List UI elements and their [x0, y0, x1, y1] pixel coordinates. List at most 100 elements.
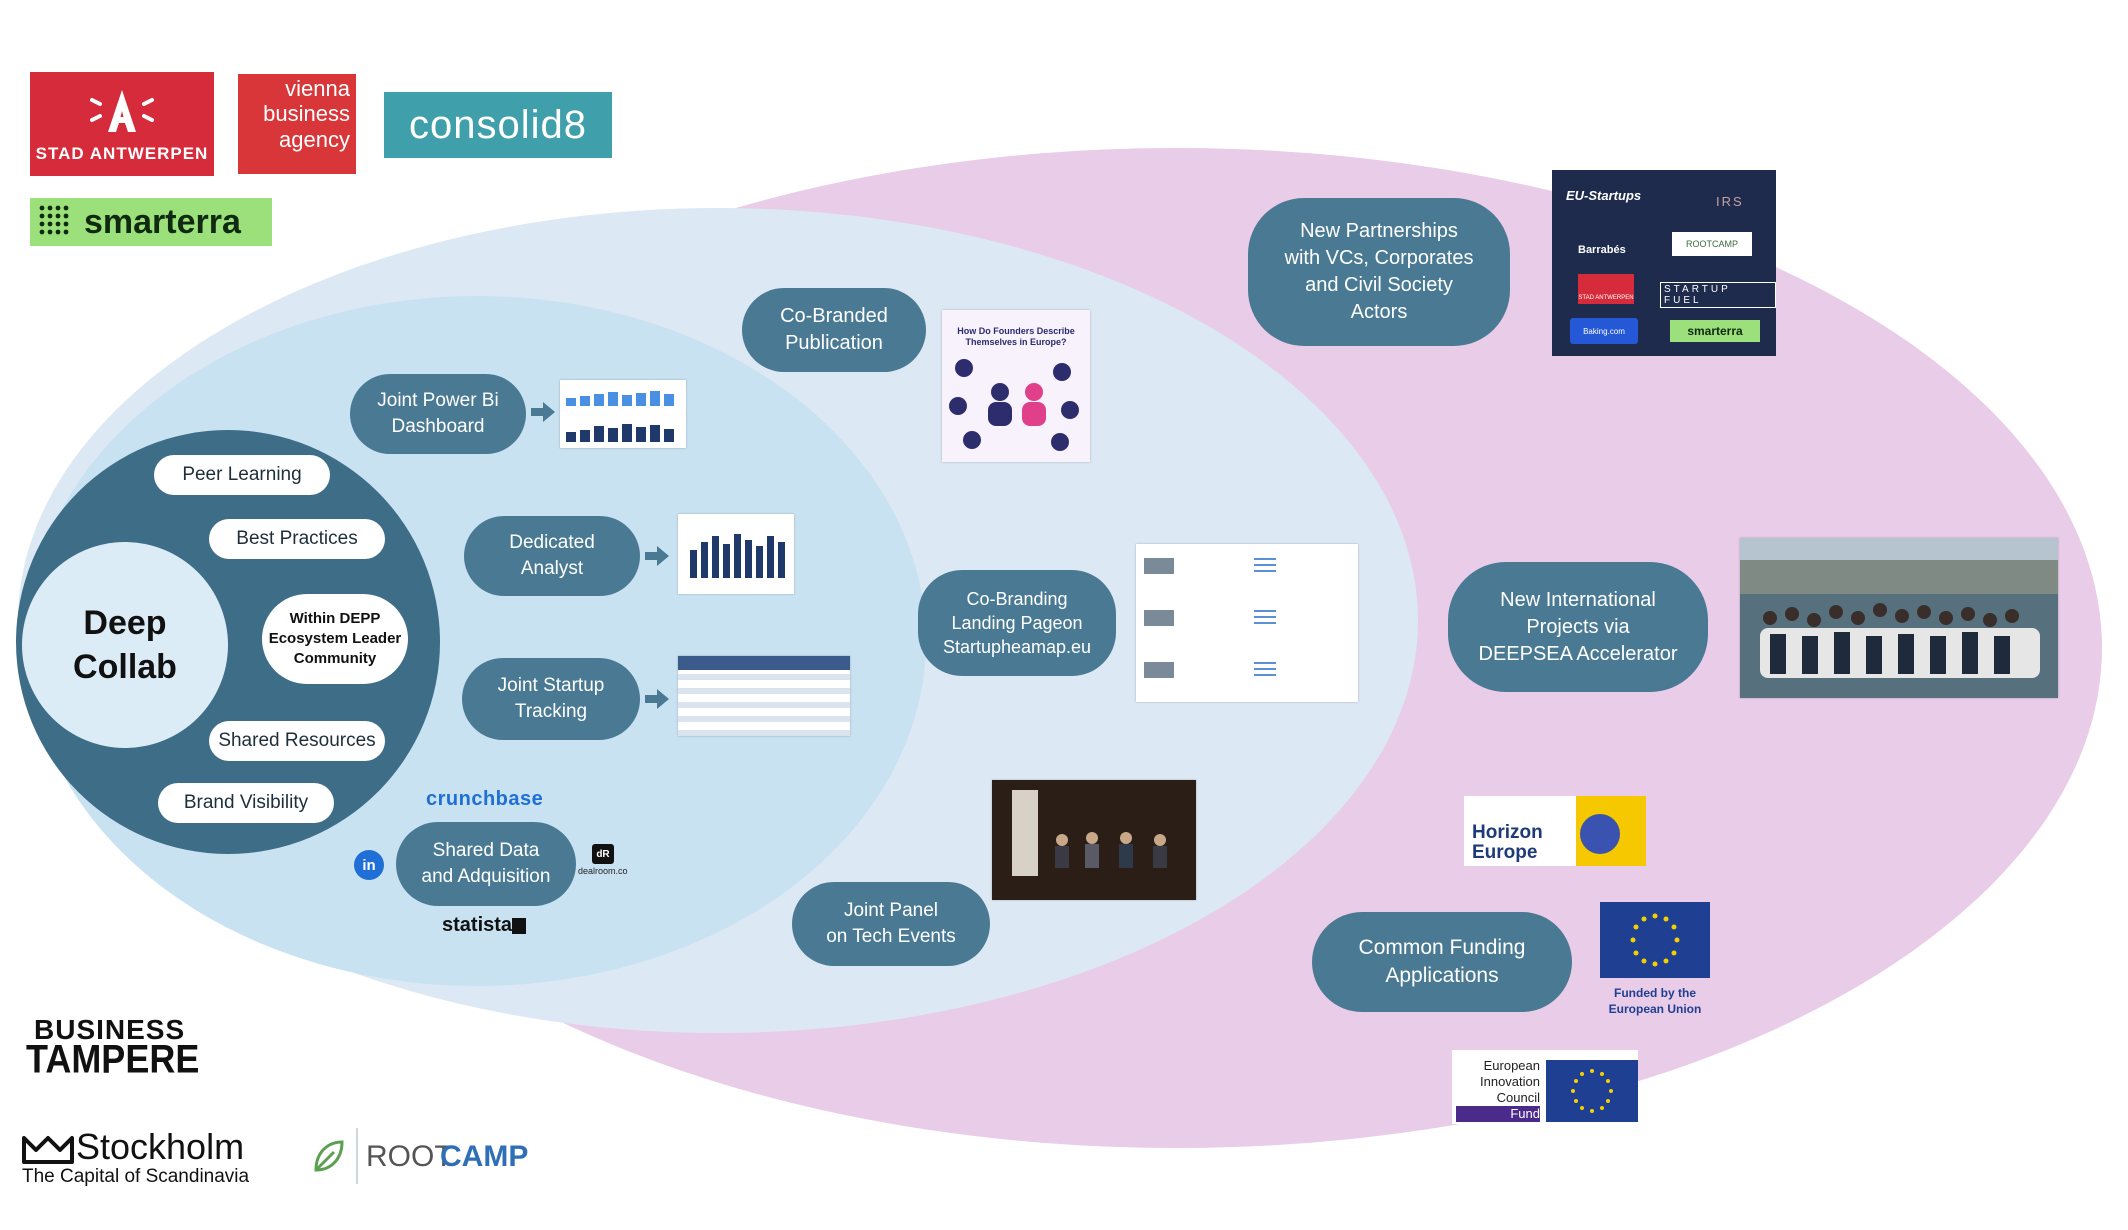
international-pill: New International Projects via DEEPSEA A… — [1448, 562, 1708, 692]
publication-line2: Publication — [785, 332, 883, 354]
eic-line2: Innovation — [1480, 1074, 1540, 1089]
international-line3: DEEPSEA Accelerator — [1478, 642, 1678, 665]
publication-thumbnail: How Do Founders Describe Themselves in E… — [942, 310, 1090, 462]
panel-line1: Joint Panel — [843, 900, 938, 922]
analyst-chart-thumbnail — [678, 514, 794, 594]
international-line2: Projects via — [1526, 615, 1630, 638]
linkedin-icon: in — [354, 850, 384, 880]
stockholm-sub: The Capital of Scandinavia — [22, 1166, 250, 1187]
publication-line1: Co-Branded — [780, 305, 888, 327]
tracking-table-thumbnail — [678, 656, 850, 736]
landing-line2: Landing Pageon — [951, 612, 1083, 633]
vienna-line1: vienna — [285, 76, 350, 101]
consolid8-text: consolid8 — [408, 102, 587, 147]
rootcamp-small-logo: ROOTCAMP — [1672, 232, 1752, 256]
antwerpen-small-logo: STAD ANTWERPEN — [1578, 274, 1634, 304]
horizon-europe-logo: Horizon Europe — [1464, 796, 1646, 866]
partnerships-line1: New Partnerships — [1300, 220, 1458, 242]
baking-logo: Baking.com — [1570, 318, 1638, 344]
landing-line1: Co-Branding — [966, 588, 1068, 609]
funding-pill: Common Funding Applications — [1312, 912, 1572, 1012]
power-bi-pill: Joint Power Bi Dashboard — [350, 374, 526, 454]
core-item-brand-visibility: Brand Visibility — [158, 783, 334, 823]
horizon-line1: Horizon — [1472, 822, 1543, 843]
partnerships-pill: New Partnerships with VCs, Corporates an… — [1248, 198, 1510, 346]
eic-line3: Council — [1496, 1090, 1540, 1105]
vienna-logo: vienna business agency — [238, 74, 356, 174]
community-line1: Within DEPP — [289, 609, 381, 627]
rootcamp-text-a: ROOT — [366, 1140, 453, 1173]
community-line3: Community — [293, 650, 377, 668]
accelerator-group-photo — [1740, 538, 2058, 698]
partnerships-line2: with VCs, Corporates — [1284, 247, 1474, 269]
panel-pill: Joint Panel on Tech Events — [792, 882, 990, 966]
antwerpen-logo: STAD ANTWERPEN — [30, 72, 214, 176]
core-item-shared-resources: Shared Resources — [209, 721, 385, 761]
eic-flag-icon — [1546, 1060, 1638, 1122]
landing-page-thumbnail — [1136, 544, 1358, 702]
consolid8-logo: consolid8 — [384, 92, 612, 158]
smarterra-logo: smarterra — [30, 198, 272, 246]
international-line1: New International — [1500, 588, 1656, 611]
tracking-line1: Joint Startup — [497, 675, 605, 697]
power-bi-line1: Joint Power Bi — [377, 390, 499, 412]
analyst-line1: Dedicated — [509, 532, 595, 554]
eic-line1: European — [1483, 1058, 1540, 1073]
publication-pill: Co-Branded Publication — [742, 288, 926, 372]
horizon-line2: Europe — [1472, 842, 1538, 863]
core-title-circle: Deep Collab — [22, 542, 228, 748]
power-bi-line2: Dashboard — [391, 416, 485, 437]
core-item-best-practices: Best Practices — [209, 519, 385, 559]
crunchbase-logo: crunchbase — [426, 788, 544, 810]
smarterra-text: smarterra — [84, 202, 241, 241]
vienna-line2: business — [263, 101, 350, 127]
rootcamp-leaf-icon — [314, 1140, 344, 1172]
statista-icon — [512, 918, 526, 934]
landing-line3: Startupheamap.eu — [942, 637, 1092, 658]
shared-data-pill: Shared Data and Adquisition — [396, 822, 576, 906]
analyst-pill: Dedicated Analyst — [464, 516, 640, 596]
community-line2: Ecosystem Leader — [268, 629, 402, 647]
smarterra-dots-icon — [39, 205, 69, 235]
vienna-line3: agency — [279, 126, 350, 152]
rootcamp-text-b: CAMP — [440, 1140, 529, 1173]
arrow-right-icon — [645, 546, 669, 566]
eu-funded-line1: Funded by the — [1614, 986, 1696, 1000]
panel-line2: on Tech Events — [826, 926, 956, 947]
eic-fund-logo: European Innovation Council Fund — [1452, 1050, 1638, 1124]
analyst-line2: Analyst — [520, 558, 584, 579]
landing-pill: Co-Branding Landing Pageon Startupheamap… — [918, 570, 1116, 676]
tracking-line2: Tracking — [514, 701, 588, 722]
rootcamp-divider — [356, 1128, 358, 1184]
antwerpen-mark-icon — [90, 90, 154, 132]
partnerships-line4: Actors — [1350, 301, 1408, 323]
arrow-right-icon — [531, 402, 555, 422]
shared-data-line1: Shared Data — [432, 840, 540, 862]
eu-startups-logo: EU-Startups — [1566, 188, 1642, 203]
power-bi-dashboard-thumbnail — [560, 380, 686, 448]
tampere-line2: TAMPERE — [26, 1036, 200, 1082]
core-title-line2: Collab — [73, 648, 177, 686]
funding-line2: Applications — [1385, 964, 1499, 987]
core-item-peer-learning: Peer Learning — [154, 455, 330, 495]
funding-line1: Common Funding — [1358, 935, 1526, 959]
stockholm-text: Stockholm — [76, 1126, 245, 1167]
barrabes-logo: Barrabés — [1578, 244, 1626, 256]
community-circle: Within DEPP Ecosystem Leader Community — [262, 594, 408, 684]
eic-line4: Fund — [1456, 1106, 1540, 1122]
tampere-line1: BUSINESS — [34, 1014, 186, 1045]
statista-logo: statista — [442, 914, 513, 936]
tracking-pill: Joint Startup Tracking — [462, 658, 640, 740]
publication-thumb-title: How Do Founders Describe Themselves in E… — [957, 326, 1075, 347]
partnerships-line3: and Civil Society — [1305, 274, 1453, 296]
linkedin-label: in — [362, 856, 376, 874]
dealroom-logo: dealroom.co — [578, 866, 628, 876]
partner-logos-grid: EU-Startups IRS Barrabés ROOTCAMP STAD A… — [1552, 170, 1776, 356]
panel-event-photo — [992, 780, 1196, 900]
eu-funded-line2: European Union — [1608, 1002, 1702, 1016]
eu-flag-icon — [1600, 902, 1710, 978]
antwerpen-text: STAD ANTWERPEN — [35, 144, 209, 163]
core-title-line1: Deep — [83, 603, 167, 642]
arrow-right-icon — [645, 689, 669, 709]
dealroom-icon: dR — [592, 844, 614, 864]
